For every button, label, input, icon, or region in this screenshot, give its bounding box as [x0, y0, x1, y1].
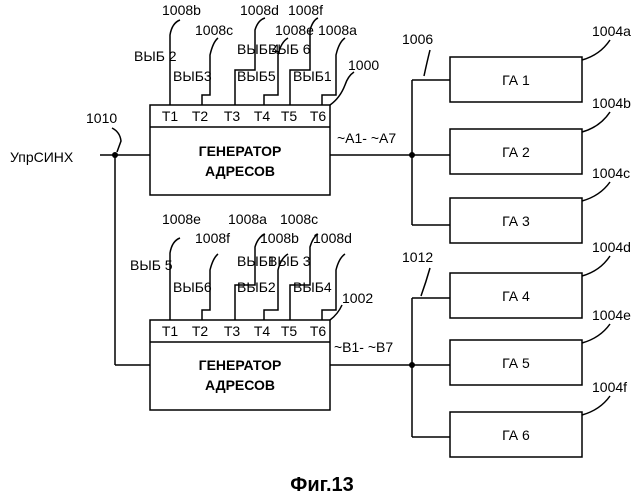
gen-b-select-leads	[170, 234, 345, 320]
ga-block-4-label: ГА 4	[502, 288, 530, 304]
ga-block-3-label: ГА 3	[502, 213, 530, 229]
gen-a-ref-3: 1008d	[240, 2, 279, 18]
ga-block-5-label: ГА 5	[502, 355, 530, 371]
gen-b-ref-5: 1008c	[280, 211, 318, 227]
ga-ref-3-leader	[582, 182, 610, 201]
gen-b-select-label-1: ВЫБ 5	[130, 257, 173, 273]
gen-a-select-label-2: ВЫБ3	[173, 68, 212, 84]
gen-a-select-label-5: ВЫБ 6	[268, 41, 311, 57]
ga-block-1-label: ГА 1	[502, 72, 530, 88]
ga-ref-6-leader	[582, 396, 610, 415]
gen-b-select-label-2: ВЫБ6	[173, 279, 212, 295]
gen-b-select-label-4: ВЫБ2	[237, 279, 276, 295]
gen-a-ref-1: 1008b	[162, 2, 201, 18]
gen-a-select-label-6: ВЫБ1	[293, 68, 332, 84]
ga-ref-1: 1004a	[592, 23, 631, 39]
gen-a-port-t4: T4	[254, 108, 271, 124]
gen-b-ref-4: 1008b	[260, 230, 299, 246]
gen-b-ref-3: 1008a	[228, 211, 267, 227]
gen-a-port-t6: T6	[310, 108, 327, 124]
ga-ref-6: 1004f	[592, 379, 627, 395]
ga-ref-2-leader	[582, 112, 610, 132]
gen-b-ref-1: 1008e	[162, 211, 201, 227]
gen-a-reference-leader	[330, 72, 354, 105]
bus-b-reference: 1012	[402, 249, 433, 265]
gen-b-port-t6: T6	[310, 323, 327, 339]
gen-a-ref-4: 1008e	[275, 22, 314, 38]
figure-caption: Фиг.13	[290, 474, 354, 496]
gen-a-ref-6: 1008a	[318, 22, 357, 38]
gen-b-port-t1: T1	[162, 323, 179, 339]
bus-b-label: ~B1- ~B7	[334, 339, 393, 355]
split-reference-leader	[112, 128, 121, 152]
split-reference: 1010	[86, 110, 117, 126]
sync-signal-label: УпрСИНХ	[10, 149, 74, 165]
gen-a-port-t1: T1	[162, 108, 179, 124]
gen-b-ref-2: 1008f	[195, 230, 230, 246]
gen-b-title-line2: АДРЕСОВ	[205, 377, 275, 393]
bus-a-label: ~A1- ~A7	[337, 130, 396, 146]
gen-a-select-label-1: ВЫБ 2	[134, 48, 177, 64]
gen-a-ref-5: 1008f	[288, 2, 323, 18]
gen-b-port-t4: T4	[254, 323, 271, 339]
gen-a-title-line2: АДРЕСОВ	[205, 163, 275, 179]
gen-b-reference: 1002	[342, 290, 373, 306]
gen-b-port-t3: T3	[224, 323, 241, 339]
gen-a-port-t3: T3	[224, 108, 241, 124]
gen-b-port-t5: T5	[281, 323, 298, 339]
gen-b-port-t2: T2	[192, 323, 209, 339]
ga-ref-4: 1004d	[592, 239, 631, 255]
ga-ref-2: 1004b	[592, 95, 631, 111]
gen-b-select-label-5: ВЫБ 3	[268, 253, 311, 269]
ga-block-6-label: ГА 6	[502, 427, 530, 443]
ga-ref-1-leader	[582, 40, 610, 60]
gen-a-ref-2: 1008c	[195, 22, 233, 38]
gen-b-ref-6: 1008d	[313, 230, 352, 246]
ga-ref-5: 1004e	[592, 307, 631, 323]
bus-a-reference: 1006	[402, 31, 433, 47]
ga-ref-5-leader	[582, 324, 610, 343]
gen-b-title-line1: ГЕНЕРАТОР	[199, 357, 282, 373]
ga-ref-4-leader	[582, 256, 610, 276]
bus-a-reference-leader	[424, 50, 430, 76]
split-node	[112, 152, 118, 158]
gen-a-port-t5: T5	[281, 108, 298, 124]
gen-b-select-label-6: ВЫБ4	[293, 279, 332, 295]
gen-a-select-label-4: ВЫБ5	[237, 68, 276, 84]
gen-a-reference: 1000	[348, 57, 379, 73]
ga-block-2-label: ГА 2	[502, 144, 530, 160]
gen-a-title-line1: ГЕНЕРАТОР	[199, 143, 282, 159]
ga-ref-3: 1004c	[592, 165, 630, 181]
gen-a-port-t2: T2	[192, 108, 209, 124]
bus-b-reference-leader	[421, 268, 430, 296]
